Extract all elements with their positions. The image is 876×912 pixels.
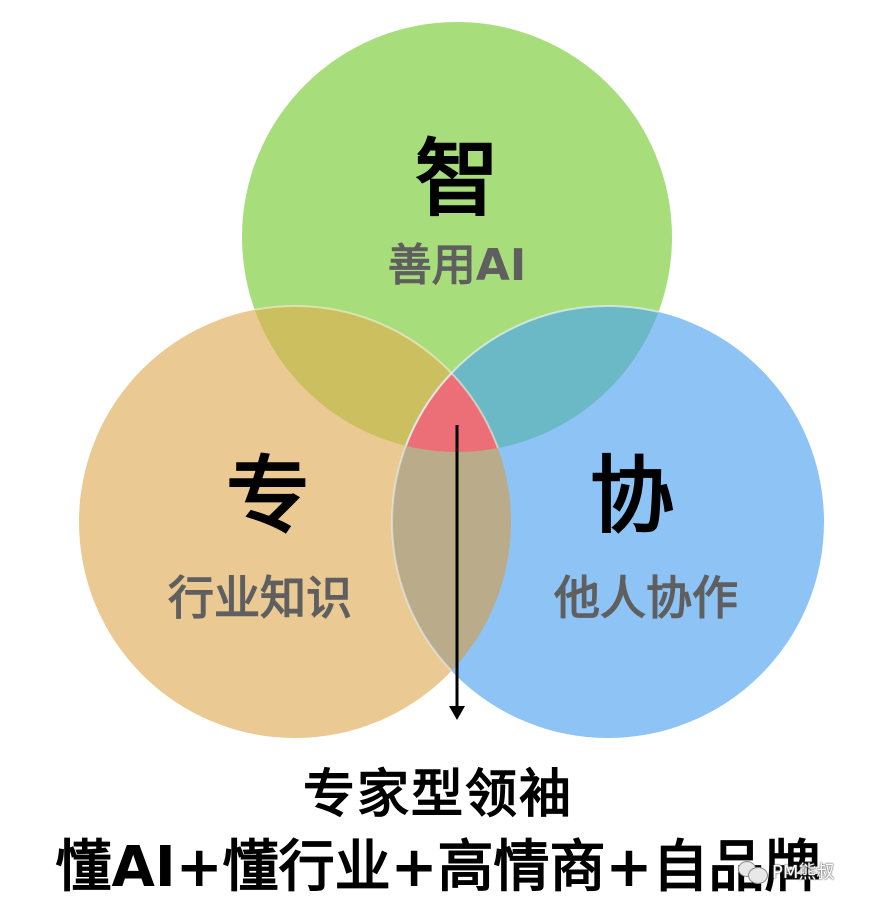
- label-zhi-subtitle: 善用AI: [388, 240, 526, 291]
- label-zhi-title: 智: [415, 130, 499, 228]
- watermark: PM熊叔: [738, 858, 834, 884]
- label-xie-title: 协: [590, 447, 674, 545]
- result-formula: 懂AI+懂行业+高情商+自品牌: [55, 835, 821, 900]
- label-xie-subtitle: 他人协作: [553, 571, 738, 625]
- label-zhuan-title: 专: [226, 447, 310, 545]
- arrow-down-icon: [449, 706, 465, 720]
- result-title: 专家型领袖: [302, 765, 573, 825]
- watermark-text: PM熊叔: [772, 862, 835, 883]
- overlap-zhi-xie: [392, 306, 672, 452]
- label-zhuan-subtitle: 行业知识: [168, 571, 352, 625]
- wechat-icon: [738, 859, 768, 884]
- overlap-zhi-zhuan: [242, 306, 511, 452]
